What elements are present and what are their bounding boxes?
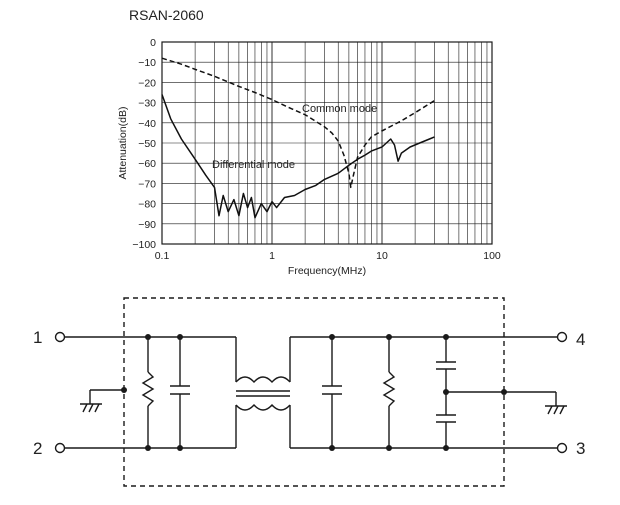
terminal-2	[54, 442, 66, 454]
annotation-common-mode: Common mode	[302, 103, 377, 115]
y-tick-label: −100	[132, 239, 156, 251]
y-tick-label: −90	[138, 219, 156, 231]
annotation-differential-mode: Differential mode	[212, 159, 295, 171]
choke-coil-top	[235, 376, 291, 384]
terminal-4	[556, 331, 568, 343]
choke-bottom-leads	[235, 405, 291, 448]
choke-coil-bottom	[235, 403, 291, 411]
y-tick-label: −20	[138, 77, 156, 89]
resistor-left	[141, 371, 155, 407]
terminal-3-label: 3	[576, 439, 585, 458]
y-axis-label: Attenuation(dB)	[117, 107, 129, 180]
grid	[162, 41, 492, 245]
x-tick-label: 1	[269, 250, 275, 262]
y-tick-labels: 0 −10 −20 −30 −40 −50 −60 −70 −80 −90 −100	[132, 37, 156, 251]
junction-dots	[121, 334, 507, 451]
x-axis-label: Frequency(MHz)	[288, 265, 366, 277]
filter-schematic	[54, 297, 568, 487]
terminal-2-label: 2	[33, 439, 42, 458]
terminal-1-label: 1	[33, 328, 42, 347]
y-tick-label: −30	[138, 98, 156, 110]
choke-top-leads	[235, 337, 291, 382]
chart-title: RSAN-2060	[129, 7, 204, 23]
terminal-3	[556, 442, 568, 454]
enclosure-outline	[123, 297, 505, 487]
series-line-differential-mode	[161, 94, 435, 219]
x-tick-label: 100	[483, 250, 501, 262]
terminal-4-label: 4	[576, 330, 585, 349]
series-group	[161, 57, 435, 219]
y-tick-label: −70	[138, 178, 156, 190]
y-tick-label: −40	[138, 118, 156, 130]
y-tick-label: −10	[138, 57, 156, 69]
y-tick-label: −60	[138, 158, 156, 170]
resistor-right	[382, 371, 396, 407]
terminal-1	[54, 331, 66, 343]
x-tick-label: 10	[376, 250, 388, 262]
x-tick-label: 0.1	[155, 250, 170, 262]
series-line-common-mode	[161, 57, 435, 189]
y-tick-label: −50	[138, 138, 156, 150]
y-tick-label: −80	[138, 199, 156, 211]
x-tick-labels: 0.1 1 10 100	[155, 250, 501, 262]
y-tick-label: 0	[150, 37, 156, 49]
